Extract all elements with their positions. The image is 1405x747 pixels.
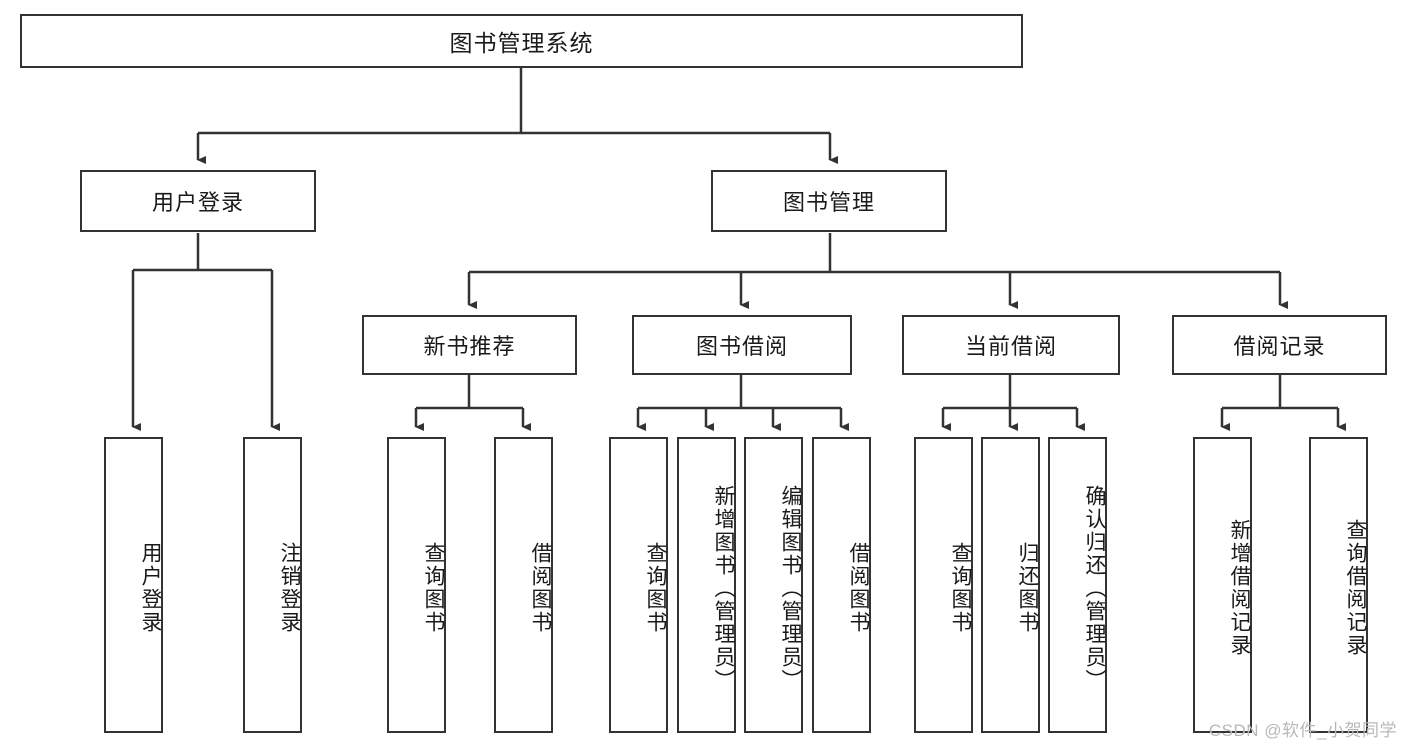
leaf-current-borrow-confirm-return-admin[interactable]: 确认归还（管理员） <box>1048 437 1107 733</box>
node-label: 查询图书 <box>949 542 972 634</box>
node-root-system[interactable]: 图书管理系统 <box>20 14 1023 68</box>
node-label: 用户登录 <box>139 542 162 634</box>
node-borrow-record[interactable]: 借阅记录 <box>1172 315 1387 375</box>
node-label: 查询借阅记录 <box>1344 519 1367 657</box>
leaf-current-borrow-return-book[interactable]: 归还图书 <box>981 437 1040 733</box>
node-label: 借阅图书 <box>847 542 870 634</box>
leaf-user-login-login[interactable]: 用户登录 <box>104 437 163 733</box>
leaf-book-borrow-edit-book-admin[interactable]: 编辑图书（管理员） <box>744 437 803 733</box>
node-label: 当前借阅 <box>964 334 1057 359</box>
node-label: 查询图书 <box>422 542 445 634</box>
node-label: 编辑图书（管理员） <box>779 484 802 692</box>
node-label: 借阅图书 <box>529 542 552 634</box>
node-label: 图书管理系统 <box>449 30 594 56</box>
node-book-management[interactable]: 图书管理 <box>711 170 947 232</box>
node-book-borrow[interactable]: 图书借阅 <box>632 315 852 375</box>
node-label: 图书借阅 <box>695 334 788 359</box>
leaf-new-book-query-book[interactable]: 查询图书 <box>387 437 446 733</box>
node-label: 新增借阅记录 <box>1228 519 1251 657</box>
leaf-book-borrow-borrow-book[interactable]: 借阅图书 <box>812 437 871 733</box>
node-new-book-recommend[interactable]: 新书推荐 <box>362 315 577 375</box>
leaf-borrow-record-add-record[interactable]: 新增借阅记录 <box>1193 437 1252 733</box>
leaf-new-book-borrow-book[interactable]: 借阅图书 <box>494 437 553 733</box>
node-label: 查询图书 <box>644 542 667 634</box>
leaf-current-borrow-query-book[interactable]: 查询图书 <box>914 437 973 733</box>
leaf-user-login-logout[interactable]: 注销登录 <box>243 437 302 733</box>
node-label: 图书管理 <box>782 190 875 215</box>
node-label: 归还图书 <box>1016 542 1039 634</box>
node-label: 新增图书（管理员） <box>712 484 735 692</box>
node-label: 确认归还（管理员） <box>1083 484 1106 692</box>
leaf-book-borrow-add-book-admin[interactable]: 新增图书（管理员） <box>677 437 736 733</box>
node-label: 新书推荐 <box>423 334 516 359</box>
node-user-login[interactable]: 用户登录 <box>80 170 316 232</box>
leaf-book-borrow-query-book[interactable]: 查询图书 <box>609 437 668 733</box>
leaf-borrow-record-query-record[interactable]: 查询借阅记录 <box>1309 437 1368 733</box>
node-label: 用户登录 <box>151 190 244 215</box>
node-label: 注销登录 <box>278 542 301 634</box>
node-current-borrow[interactable]: 当前借阅 <box>902 315 1120 375</box>
node-label: 借阅记录 <box>1233 334 1326 359</box>
